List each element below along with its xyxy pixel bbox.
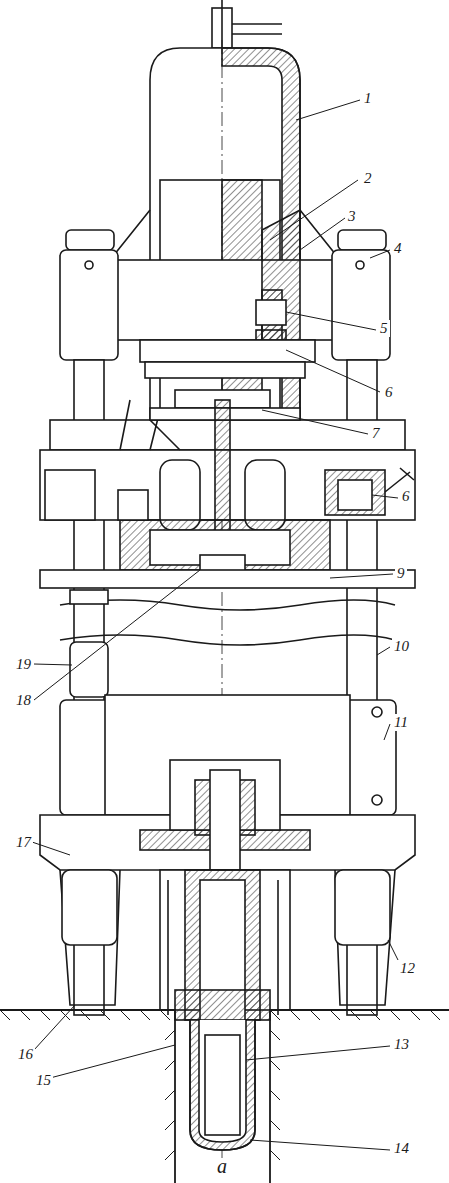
callout-number: 3 [346,208,358,225]
callout-number: 13 [392,1036,411,1053]
callout-number: 5 [378,320,390,337]
callout-number: 17 [14,834,33,851]
figure-caption: a [217,1156,227,1176]
callout-number: 9 [395,565,407,582]
callout-number: 1 [362,90,374,107]
callout-number: 7 [370,425,382,442]
callout-number: 6 [383,384,395,401]
callout-number: 4 [392,240,404,257]
callout-number: 11 [392,714,410,731]
callout-number: 6 [400,488,412,505]
callout-number: 12 [398,960,417,977]
callout-number: 19 [14,656,33,673]
callout-number: 16 [16,1046,35,1063]
callout-number: 18 [14,692,33,709]
callout-number: 14 [392,1140,411,1157]
callout-number: 10 [392,638,411,655]
callout-number: 15 [34,1072,53,1089]
callout-number: 2 [362,170,374,187]
